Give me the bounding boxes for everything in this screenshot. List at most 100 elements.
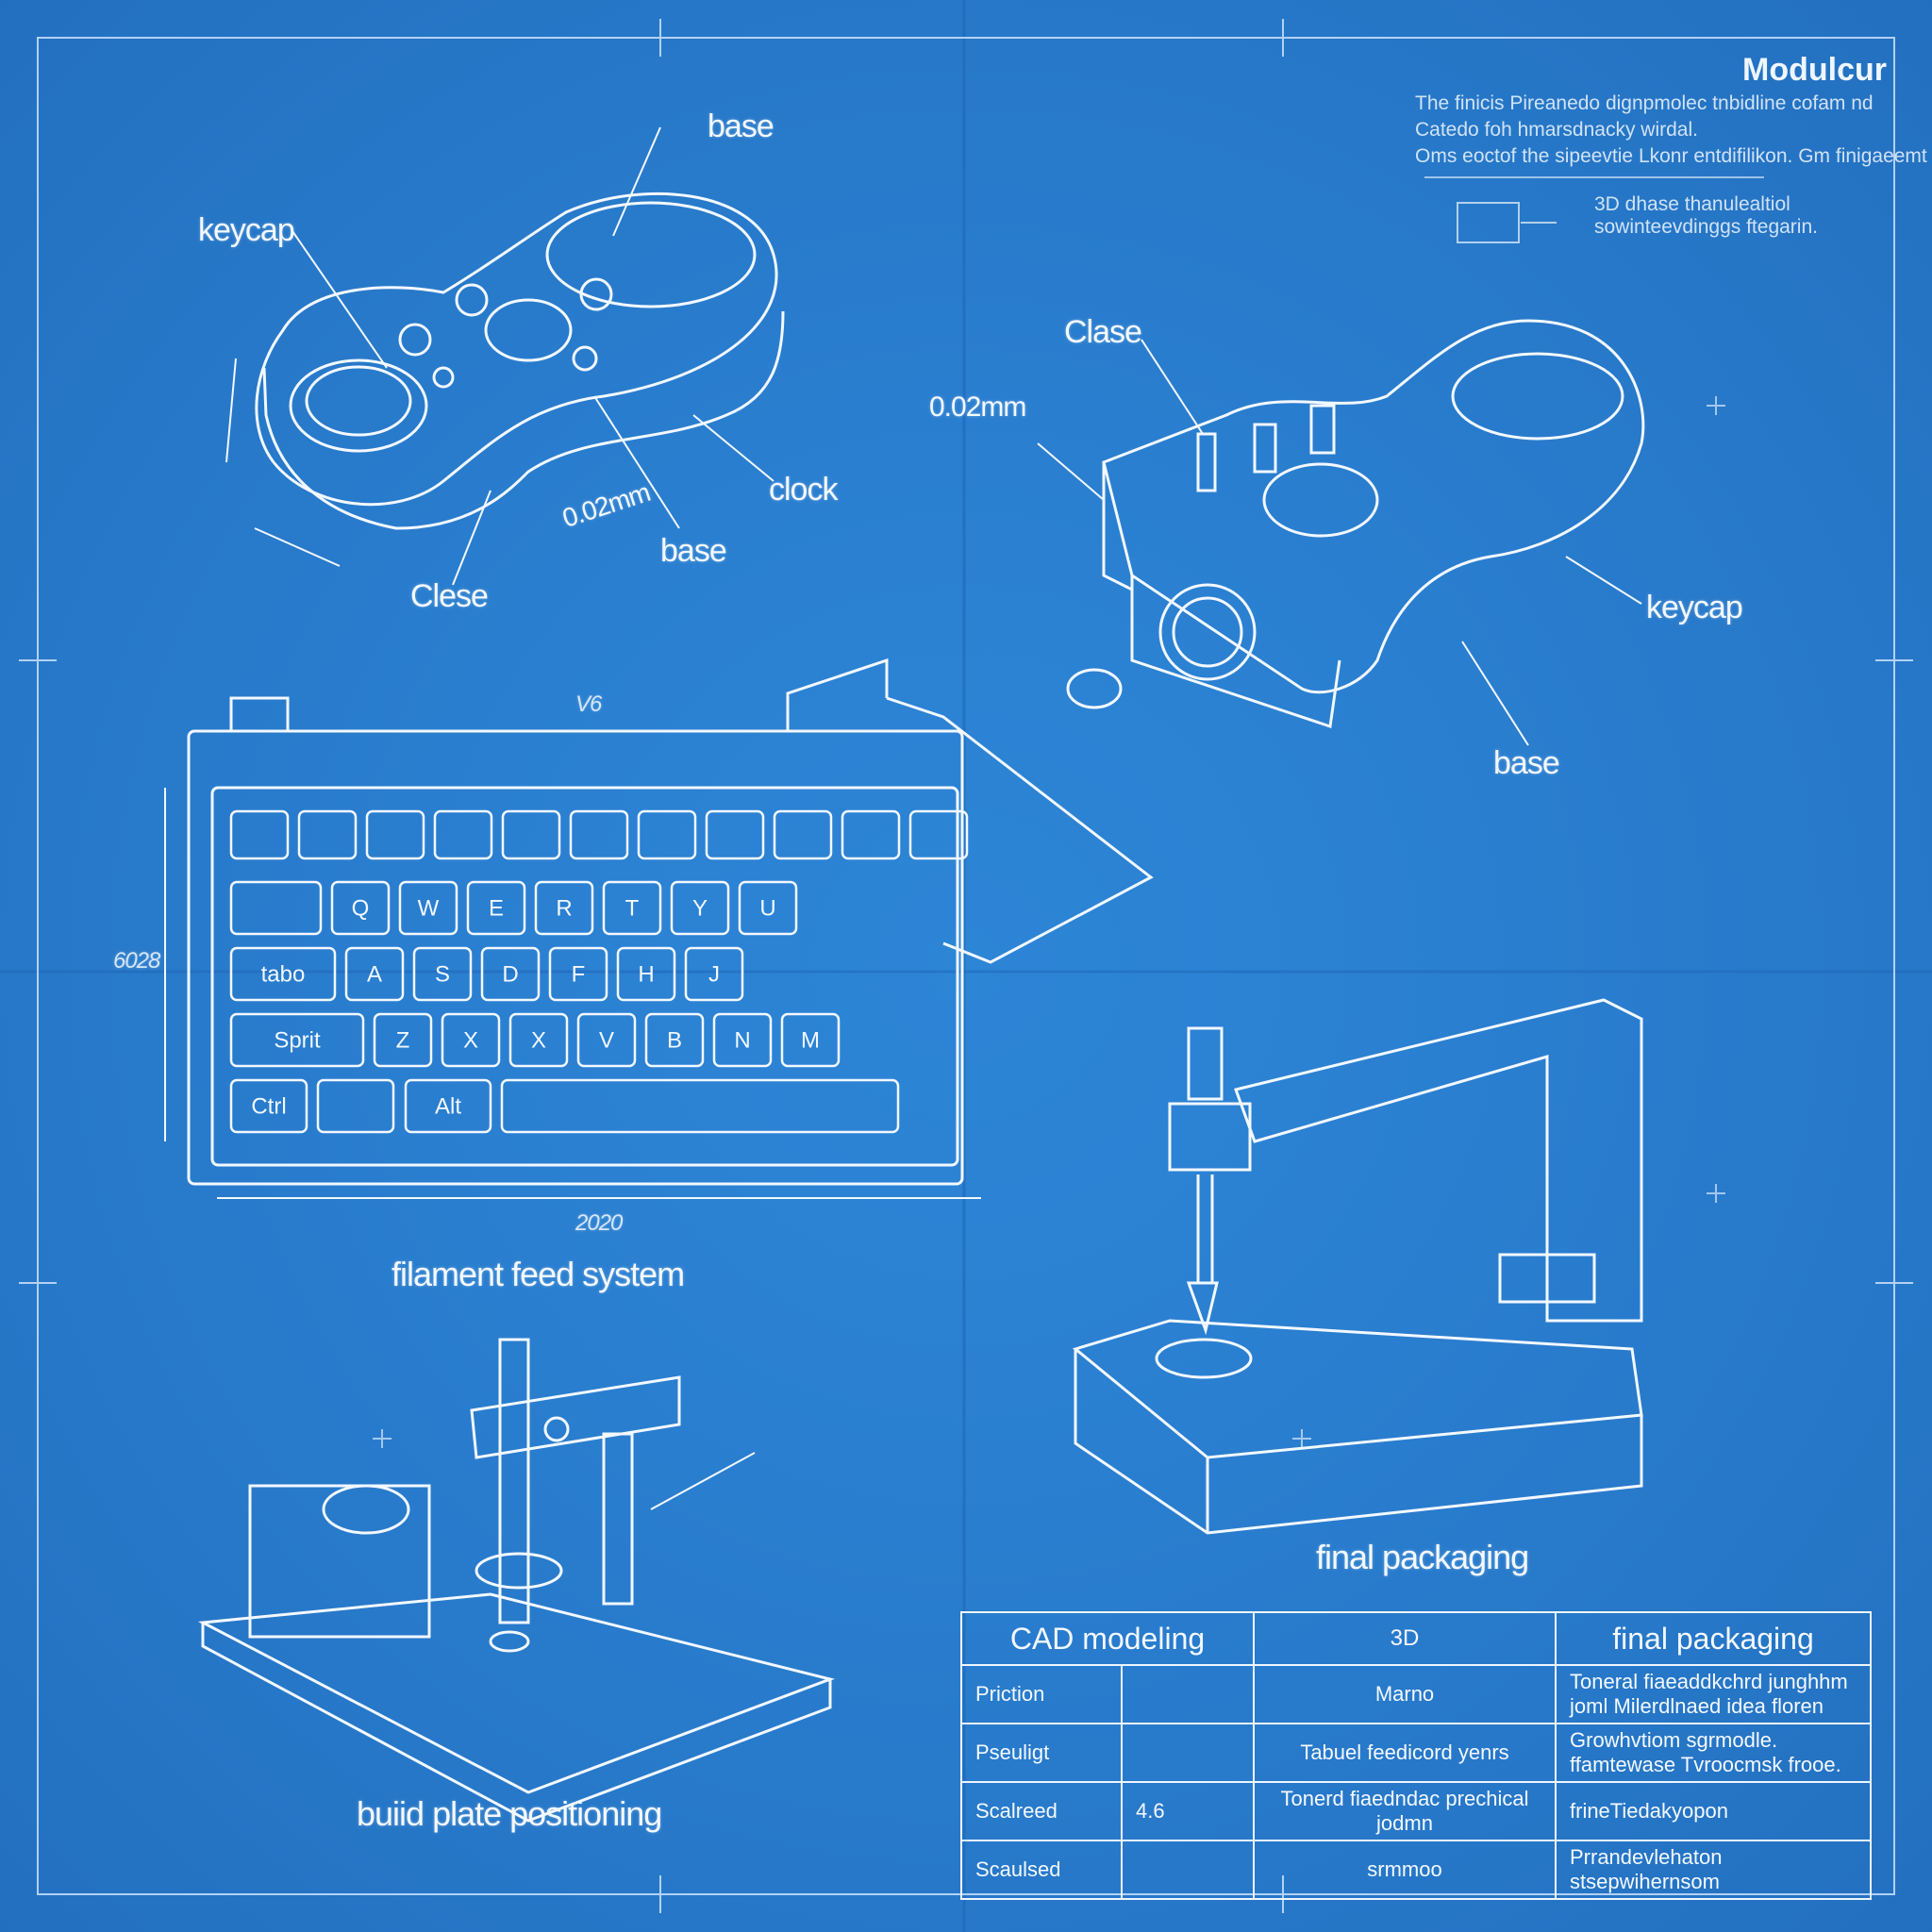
spec-cell: Tabuel feedicord yenrs: [1253, 1723, 1557, 1783]
table-row: Pseuligt Tabuel feedicord yenrs Growhvti…: [960, 1723, 1872, 1783]
key-label-shift: Sprit: [274, 1028, 321, 1054]
keycap: [365, 809, 425, 860]
keycap: [404, 1078, 492, 1134]
keycap: [534, 880, 594, 936]
keycap: [501, 809, 561, 860]
spec-header: CAD modeling: [960, 1611, 1255, 1666]
spec-cell: [1121, 1664, 1255, 1724]
spec-cell: Priction: [960, 1664, 1123, 1724]
caption-build-plate: buiid plate positioning: [357, 1794, 662, 1833]
keycap: [637, 809, 697, 860]
keycap: [705, 809, 765, 860]
keyboard-drawing: [164, 658, 1154, 1199]
keycap: [670, 880, 730, 936]
keycap: [508, 1012, 569, 1068]
keycap: [738, 880, 798, 936]
title-block-title: Modulcur: [1742, 52, 1887, 88]
title-block-line: Catedo foh hmarsdnacky wirdal.: [1415, 119, 1698, 141]
keycap: [569, 809, 629, 860]
keycap: [412, 946, 473, 1002]
keycap: [576, 1012, 637, 1068]
spec-header: 3D: [1253, 1611, 1557, 1666]
label-clock: clock: [769, 472, 838, 508]
spec-cell: [1121, 1840, 1255, 1900]
key-label-tab: tabo: [261, 962, 306, 988]
spec-cell: Scalreed: [960, 1781, 1123, 1841]
label-base: base: [1493, 745, 1560, 781]
keycap: [373, 1012, 433, 1068]
label-thickness-dimension: 0.02mm: [929, 391, 1026, 423]
keycap: [466, 880, 526, 936]
key-label: H: [638, 962, 654, 988]
keycap: [644, 1012, 705, 1068]
keycap: [433, 809, 493, 860]
spec-cell: Growhvtiom sgrmodle. ffamtewase Tvroocms…: [1555, 1723, 1872, 1783]
key-label: S: [435, 962, 450, 988]
keycap: [344, 946, 405, 1002]
title-block-note: 3D dhase thanulealtiol sowinteevdinggs f…: [1594, 193, 1818, 239]
spec-table-header-row: CAD modeling 3D final packaging: [960, 1611, 1872, 1666]
key-label: Z: [396, 1028, 410, 1054]
caption-final-packaging: final packaging: [1316, 1538, 1529, 1576]
keycap: [229, 1012, 365, 1068]
spec-cell: 4.6: [1121, 1781, 1255, 1841]
key-label-ctrl: Ctrl: [251, 1094, 286, 1120]
controller-right-drawing: [1037, 319, 1645, 746]
key-label: W: [418, 896, 440, 922]
keycap: [602, 880, 662, 936]
spec-cell: srmmoo: [1253, 1840, 1557, 1900]
keycap: [398, 880, 458, 936]
spec-cell: Toneral fiaeaddkchrd junghhm joml Milerd…: [1555, 1664, 1872, 1724]
label-clase: Clase: [1064, 314, 1142, 350]
key-label: Q: [352, 896, 370, 922]
keyboard-height-dimension: 6028: [113, 948, 160, 974]
key-label: D: [502, 962, 518, 988]
spec-cell: frineTiedakyopon: [1555, 1781, 1872, 1841]
keycap: [316, 1078, 395, 1134]
label-keycap: keycap: [198, 212, 295, 248]
key-label: A: [367, 962, 382, 988]
spec-cell: Prrandevlehaton stsepwihernsom: [1555, 1840, 1872, 1900]
spec-table: CAD modeling 3D final packaging Priction…: [960, 1611, 1872, 1900]
keycap: [908, 809, 969, 860]
spec-header: final packaging: [1555, 1611, 1872, 1666]
spec-cell: Marno: [1253, 1664, 1557, 1724]
key-label: R: [556, 896, 572, 922]
key-label: N: [734, 1028, 750, 1054]
keycap: [229, 946, 337, 1002]
spec-cell: Pseuligt: [960, 1723, 1123, 1783]
key-label: X: [463, 1028, 478, 1054]
keycap: [712, 1012, 773, 1068]
title-block-note-line: 3D dhase thanulealtiol: [1594, 193, 1790, 215]
keycap: [297, 809, 358, 860]
key-label: Y: [692, 896, 708, 922]
key-label: E: [489, 896, 504, 922]
label-clese: Clese: [410, 578, 489, 614]
keycap: [841, 809, 901, 860]
label-base: base: [660, 533, 727, 569]
title-block-separator: [1424, 176, 1764, 178]
title-block-line: Oms eoctof the sipeevtie Lkonr entdifili…: [1415, 145, 1927, 167]
key-label: X: [531, 1028, 546, 1054]
key-label: U: [759, 896, 775, 922]
key-label: M: [801, 1028, 820, 1054]
table-row: Scaulsed srmmoo Prrandevlehaton stsepwih…: [960, 1840, 1872, 1900]
title-block-line: The finicis Pireanedo dignpmolec tnbidli…: [1415, 92, 1874, 114]
title-block-note-line: sowinteevdinggs ftegarin.: [1594, 216, 1818, 238]
label-base: base: [708, 108, 774, 144]
controller-top-left-drawing: [225, 126, 785, 586]
keycap: [773, 809, 833, 860]
keycap: [780, 1012, 841, 1068]
keycap: [441, 1012, 501, 1068]
keycap: [500, 1078, 900, 1134]
key-label: F: [572, 962, 586, 988]
keycap: [229, 809, 290, 860]
build-plate-drawing: [197, 1338, 836, 1823]
spec-cell: [1121, 1723, 1255, 1783]
keycap: [616, 946, 676, 1002]
keycap: [684, 946, 744, 1002]
keycap: [480, 946, 541, 1002]
key-label-alt: Alt: [435, 1094, 461, 1120]
